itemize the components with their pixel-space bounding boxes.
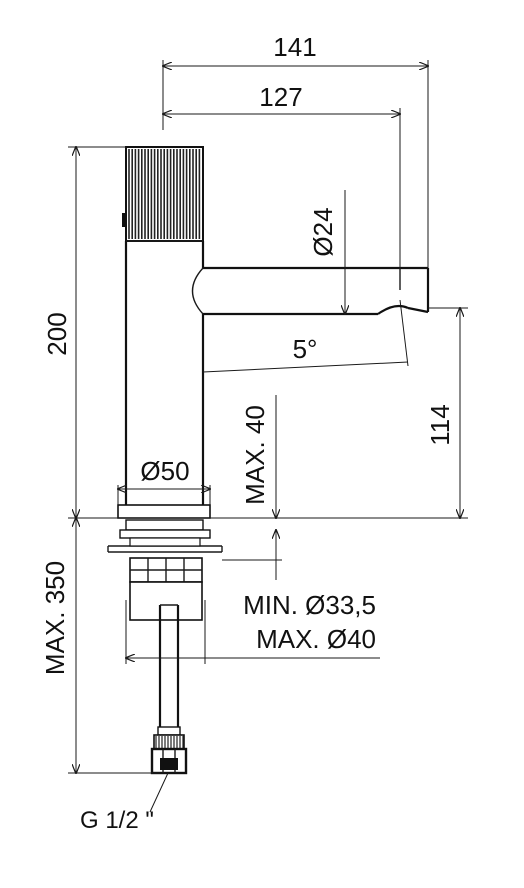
dim-spout-reach: 127 bbox=[259, 82, 302, 112]
dim-spout-height: 114 bbox=[425, 404, 455, 445]
base-flange bbox=[107, 504, 223, 553]
dim-base-diameter: Ø50 bbox=[140, 456, 189, 486]
threaded-shank bbox=[129, 581, 203, 621]
dimension-lines bbox=[68, 60, 468, 813]
dim-overall-reach: 141 bbox=[273, 32, 316, 62]
faucet-body bbox=[107, 146, 430, 775]
dim-min-hole: MIN. Ø33,5 bbox=[243, 590, 376, 620]
flexible-hose bbox=[150, 604, 188, 775]
dim-max-hole: MAX. Ø40 bbox=[256, 624, 376, 654]
dim-max-hose: MAX. 350 bbox=[40, 561, 70, 675]
dim-height: 200 bbox=[42, 312, 72, 355]
dim-spout-diameter: Ø24 bbox=[308, 207, 338, 256]
dim-max-deck: MAX. 40 bbox=[240, 405, 270, 505]
dim-connector: G 1/2 " bbox=[80, 807, 154, 834]
fixing-nut bbox=[129, 557, 203, 583]
knurled-handle bbox=[122, 146, 204, 242]
dim-spout-angle: 5° bbox=[293, 334, 318, 364]
spout bbox=[191, 266, 430, 316]
